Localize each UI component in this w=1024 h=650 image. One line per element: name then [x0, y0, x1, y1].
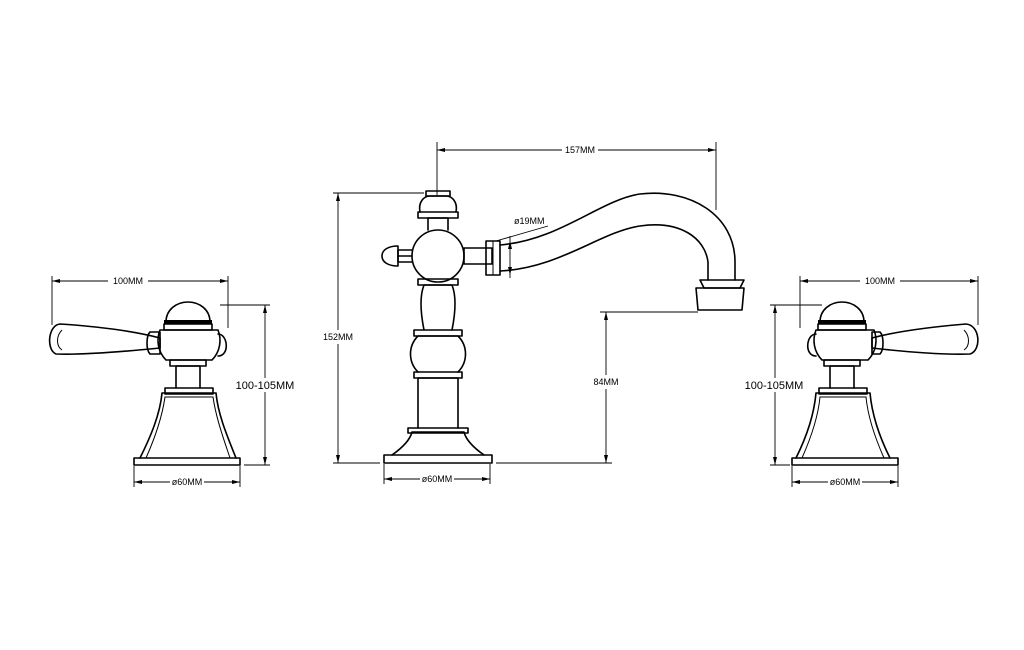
spout-assembly — [381, 190, 745, 464]
left-width-label: 100MM — [113, 276, 143, 286]
spout-dimensions: 157MM ø19MM 152MM 84MM ø60MM — [320, 142, 717, 485]
spout-base-label: ø60MM — [422, 474, 453, 484]
spout-height-label: 152MM — [323, 332, 353, 342]
left-handle-dimensions: 100MM 100-105MM ø60MM — [51, 274, 298, 488]
right-base-label: ø60MM — [830, 477, 861, 487]
spout-outlet-height-label: 84MM — [593, 377, 618, 387]
left-base-label: ø60MM — [172, 477, 203, 487]
spout-outlet-diameter-label: ø19MM — [514, 216, 545, 226]
right-width-label: 100MM — [865, 276, 895, 286]
spout-reach-label: 157MM — [565, 145, 595, 155]
left-height-label: 100-105MM — [236, 380, 295, 392]
left-handle-assembly — [48, 301, 241, 466]
right-height-label: 100-105MM — [745, 380, 804, 392]
right-handle-assembly — [791, 301, 979, 466]
right-handle-dimensions: 100MM 100-105MM ø60MM — [741, 274, 979, 488]
